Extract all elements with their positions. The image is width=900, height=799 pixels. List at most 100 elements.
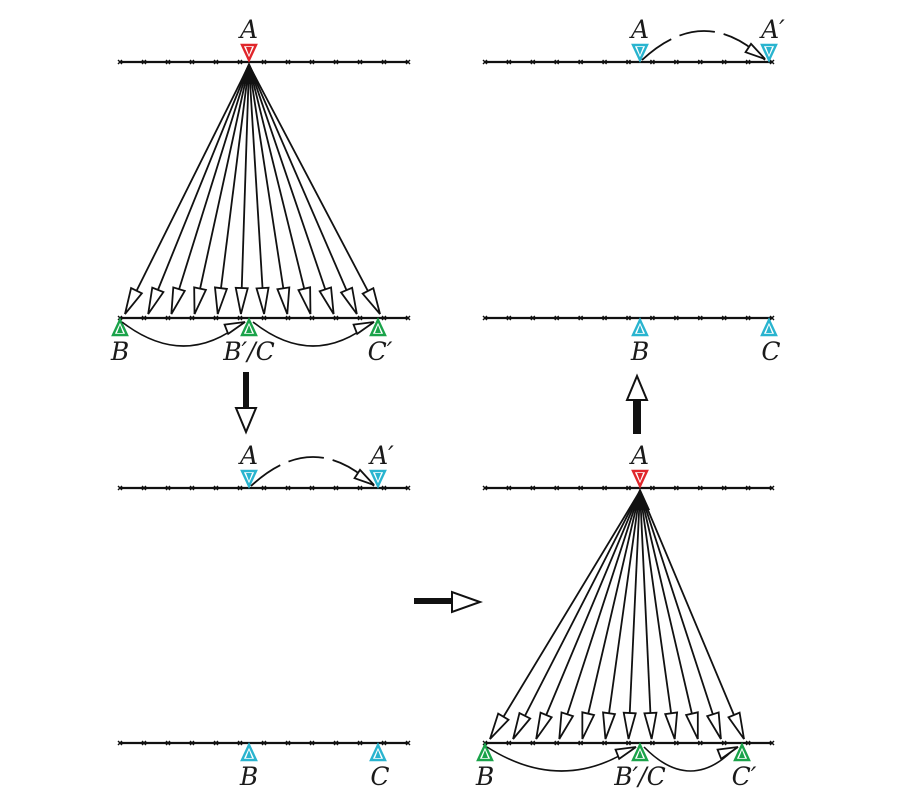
node-tick [309, 59, 315, 65]
ray-arrowhead [581, 711, 596, 740]
point-c-prime-marker-green [733, 742, 751, 762]
marker-outline [240, 469, 258, 489]
node-tick [165, 315, 171, 321]
shaft [243, 372, 249, 412]
ray-line [124, 64, 250, 315]
node-tick [649, 59, 655, 65]
node-tick [721, 315, 727, 321]
marker-outline [240, 43, 258, 63]
arc-a-to-a-prime [250, 456, 375, 487]
ray-line [639, 490, 653, 740]
node-tick [578, 59, 584, 65]
point-a-prime-marker-cyan [369, 469, 387, 489]
node-tick [506, 315, 512, 321]
point-a-marker-cyan [240, 469, 258, 489]
node-tick [673, 59, 679, 65]
node-tick [189, 740, 195, 746]
node-tick [745, 59, 751, 65]
marker-fill [246, 325, 252, 333]
node-tick [697, 59, 703, 65]
node-tick [381, 740, 387, 746]
marker-fill [246, 47, 252, 55]
node-tick [482, 315, 488, 321]
arc-arrowhead [223, 321, 246, 336]
node-tick [506, 59, 512, 65]
node-tick [745, 485, 751, 491]
bottom-line [117, 740, 411, 746]
point-a-prime-marker-cyan [760, 43, 778, 63]
marker-outline [111, 317, 129, 337]
marker-outline [631, 43, 649, 63]
ray-line [627, 490, 641, 740]
ray-line [248, 64, 358, 315]
marker-fill [637, 47, 643, 55]
node-tick [285, 59, 291, 65]
node-tick [381, 315, 387, 321]
node-tick [649, 740, 655, 746]
point-b-marker-green [111, 317, 129, 337]
node-tick [213, 59, 219, 65]
marker-fill [375, 473, 381, 481]
node-tick [554, 315, 560, 321]
bottom-line [482, 315, 775, 321]
ray-line [604, 490, 641, 740]
node-tick [745, 740, 751, 746]
node-tick [554, 485, 560, 491]
ray-arrowhead [684, 711, 699, 740]
ray-line [535, 490, 641, 740]
label-a: A [629, 15, 649, 44]
point-b-marker-cyan [631, 317, 649, 337]
node-tick [530, 315, 536, 321]
ray-line [512, 490, 641, 740]
node-tick [626, 59, 631, 65]
node-tick [261, 59, 267, 65]
ray-line [639, 490, 699, 740]
node-tick [626, 315, 631, 321]
marker-outline [240, 742, 258, 762]
ray-arrowhead [663, 711, 679, 740]
label-a: A [238, 15, 258, 44]
node-tick [405, 740, 411, 746]
label-a-prime: A′ [368, 441, 394, 470]
arc-arrowhead [614, 746, 637, 761]
marker-outline [369, 317, 387, 337]
ray-line [193, 64, 250, 315]
node-tick [261, 315, 267, 321]
marker-fill [766, 325, 772, 333]
right-arrow-icon [414, 590, 483, 614]
node-tick [602, 59, 608, 65]
point-b-prime-c-marker-green [631, 742, 649, 762]
node-tick [309, 740, 315, 746]
node-tick [165, 740, 171, 746]
marker-fill [766, 47, 772, 55]
ray-line [581, 490, 641, 740]
point-b-marker-green [476, 742, 494, 762]
node-tick [530, 485, 536, 491]
node-tick [554, 59, 560, 65]
marker-fill [739, 750, 745, 758]
node-tick [261, 740, 267, 746]
node-tick [333, 315, 339, 321]
node-tick [697, 485, 703, 491]
ray-arrowhead [643, 711, 658, 740]
ray-line [170, 64, 250, 315]
label-a: A [629, 441, 649, 470]
top-line [482, 485, 775, 491]
ray-arrowhead [276, 286, 291, 315]
node-tick [381, 485, 387, 491]
node-tick [189, 59, 195, 65]
ray-arrowhead [705, 711, 722, 740]
ray-arrowhead [213, 286, 229, 315]
point-c-marker-cyan [369, 742, 387, 762]
ray-arrowhead [147, 286, 165, 315]
node-tick [237, 315, 243, 321]
label-b: B [110, 337, 129, 366]
ray-arrowhead [234, 286, 249, 315]
marker-fill [637, 750, 643, 758]
marker-outline [369, 742, 387, 762]
flow-arrows [234, 372, 649, 614]
head [625, 373, 649, 401]
node-tick [506, 740, 512, 746]
